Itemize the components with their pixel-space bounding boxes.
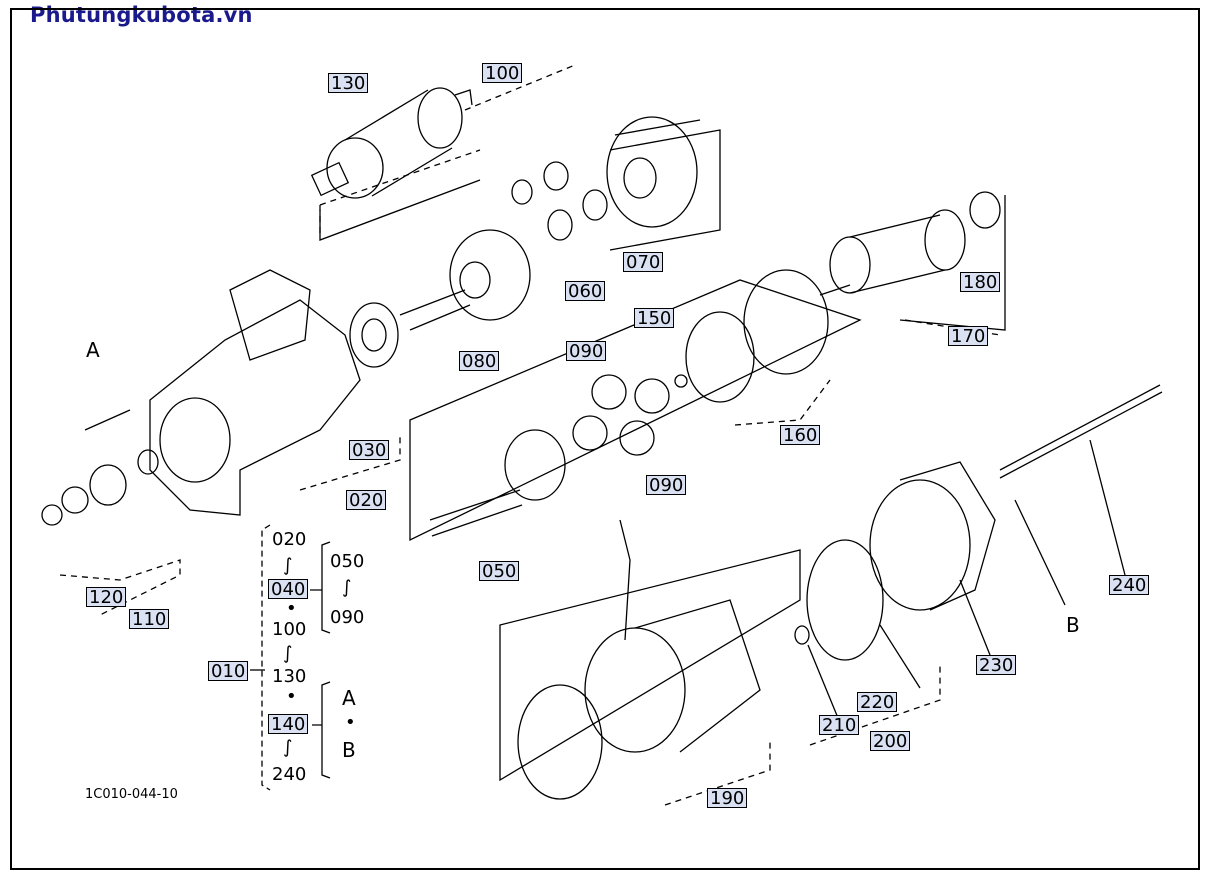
label-090-top[interactable]: 090 bbox=[566, 341, 607, 362]
bearing-120 bbox=[61, 486, 89, 514]
tree-tilde-2: ∫ bbox=[283, 643, 293, 664]
label-100[interactable]: 100 bbox=[482, 63, 523, 84]
pinion-110 bbox=[89, 464, 127, 506]
tree-tilde-3: ∫ bbox=[283, 737, 293, 758]
shaft-080 bbox=[399, 229, 531, 331]
tree-050: 050 bbox=[330, 551, 365, 572]
tree-dot-3: • bbox=[345, 712, 356, 733]
brush-holder-220 bbox=[806, 539, 884, 661]
ball-150 bbox=[674, 374, 688, 388]
label-090-bottom[interactable]: 090 bbox=[646, 475, 687, 496]
label-160[interactable]: 160 bbox=[780, 425, 821, 446]
leader-110 bbox=[59, 559, 181, 616]
housing-020 bbox=[149, 269, 361, 516]
brand-title[interactable]: Phutungkubota.vn bbox=[30, 3, 253, 27]
washer-060b bbox=[582, 189, 608, 221]
label-110[interactable]: 110 bbox=[129, 609, 170, 630]
yoke-190 bbox=[584, 519, 761, 753]
end-plate-070 bbox=[606, 116, 701, 228]
bolt-a bbox=[84, 409, 131, 431]
gear-090b bbox=[634, 378, 670, 414]
tree-020: 020 bbox=[272, 529, 307, 550]
label-030[interactable]: 030 bbox=[349, 440, 390, 461]
label-010[interactable]: 010 bbox=[208, 661, 249, 682]
ring-120 bbox=[41, 504, 63, 526]
frame-190 bbox=[499, 549, 801, 782]
label-180[interactable]: 180 bbox=[960, 272, 1001, 293]
spring-110 bbox=[137, 449, 159, 475]
label-240[interactable]: 240 bbox=[1109, 575, 1150, 596]
spring-a bbox=[511, 179, 533, 205]
frame-070 bbox=[609, 129, 721, 251]
label-190[interactable]: 190 bbox=[707, 788, 748, 809]
tree-dot-2: • bbox=[286, 686, 297, 707]
solenoid-part bbox=[310, 87, 473, 199]
label-220[interactable]: 220 bbox=[857, 692, 898, 713]
end-cover-230 bbox=[869, 461, 996, 611]
shaft-050 bbox=[429, 429, 566, 537]
frame-050 bbox=[409, 279, 862, 542]
diagram-frame bbox=[10, 8, 1200, 870]
label-040[interactable]: 040 bbox=[268, 579, 309, 600]
gear-090d bbox=[619, 420, 655, 456]
tree-240: 240 bbox=[272, 764, 307, 785]
armature-170 bbox=[819, 209, 966, 296]
label-050[interactable]: 050 bbox=[479, 561, 520, 582]
tree-letter-b: B bbox=[342, 738, 356, 762]
ring-160 bbox=[685, 311, 755, 403]
leader-190 bbox=[664, 740, 771, 806]
label-130[interactable]: 130 bbox=[328, 73, 369, 94]
spring-210 bbox=[794, 625, 810, 645]
gear-090c bbox=[572, 415, 608, 451]
label-020[interactable]: 020 bbox=[346, 490, 387, 511]
washer-060a bbox=[547, 209, 573, 241]
leader-160 bbox=[734, 379, 831, 426]
tree-090: 090 bbox=[330, 607, 365, 628]
label-070[interactable]: 070 bbox=[623, 252, 664, 273]
bolt-240 bbox=[999, 384, 1163, 479]
tree-100: 100 bbox=[272, 619, 307, 640]
gear-090a bbox=[591, 374, 627, 410]
label-200[interactable]: 200 bbox=[870, 731, 911, 752]
tree-letter-a: A bbox=[342, 686, 356, 710]
label-170[interactable]: 170 bbox=[948, 326, 989, 347]
tree-130: 130 bbox=[272, 666, 307, 687]
ref-letter-a: A bbox=[86, 338, 100, 362]
tree-dot-1: • bbox=[286, 598, 297, 619]
screw-b bbox=[1014, 499, 1066, 606]
frame-170 bbox=[899, 195, 1006, 331]
label-210[interactable]: 210 bbox=[819, 715, 860, 736]
drawing-code: 1C010-044-10 bbox=[85, 787, 178, 802]
frame-080 bbox=[319, 179, 481, 241]
tree-tilde-4: ∫ bbox=[342, 577, 352, 598]
bearing-180 bbox=[969, 191, 1001, 229]
o-ring-190 bbox=[517, 684, 603, 800]
label-230[interactable]: 230 bbox=[976, 655, 1017, 676]
label-150[interactable]: 150 bbox=[634, 308, 675, 329]
spring-b bbox=[543, 161, 569, 191]
label-120[interactable]: 120 bbox=[86, 587, 127, 608]
tree-tilde-1: ∫ bbox=[283, 555, 293, 576]
bearing-030 bbox=[349, 302, 399, 368]
label-080[interactable]: 080 bbox=[459, 351, 500, 372]
label-060[interactable]: 060 bbox=[565, 281, 606, 302]
leader-020 bbox=[299, 435, 401, 491]
plate-160 bbox=[743, 269, 829, 375]
label-140[interactable]: 140 bbox=[268, 714, 309, 735]
tree-bracket bbox=[261, 524, 271, 791]
ref-letter-b: B bbox=[1066, 613, 1080, 637]
